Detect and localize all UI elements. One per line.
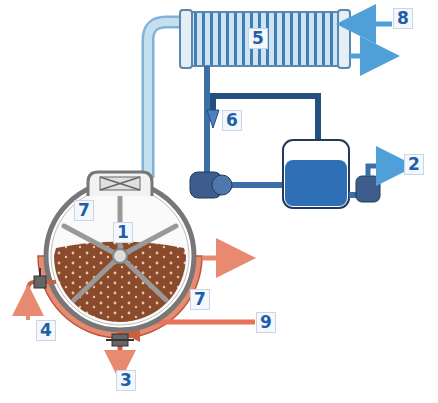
callout-number: 6 — [222, 110, 242, 131]
callout-number: 4 — [36, 320, 56, 341]
callout-number: 3 — [116, 370, 136, 391]
callout-number: 7 — [74, 200, 94, 221]
callout-number: 2 — [404, 154, 424, 175]
callout-number: 5 — [248, 28, 268, 49]
callout-number: 8 — [393, 8, 413, 29]
callout-number: 7 — [190, 289, 210, 310]
callout-number: 9 — [256, 312, 276, 333]
callout-number: 1 — [113, 222, 133, 243]
